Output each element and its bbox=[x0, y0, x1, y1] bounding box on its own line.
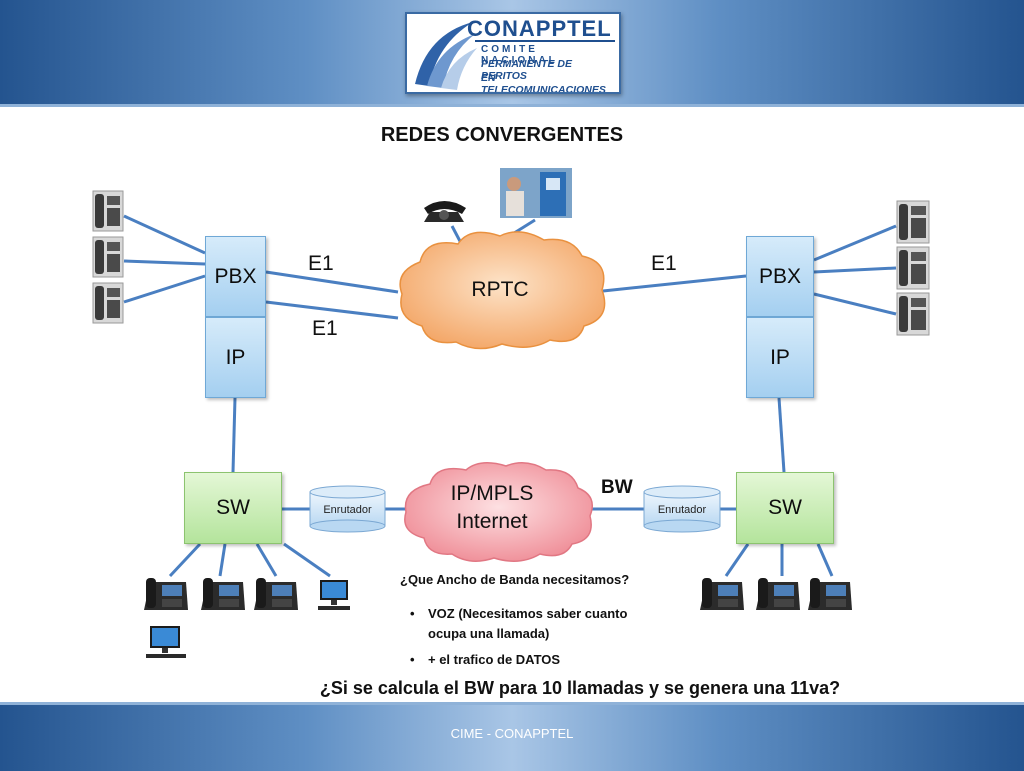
rotary-phone-icon bbox=[424, 201, 466, 222]
e1-label-left-bottom: E1 bbox=[312, 317, 338, 340]
router-left bbox=[309, 485, 386, 533]
link-sw-phone-left-1 bbox=[168, 542, 202, 578]
voip-phone-icon bbox=[808, 578, 852, 610]
pbx-right-box: PBX bbox=[746, 236, 814, 317]
footer-text: CIME - CONAPPTEL bbox=[450, 726, 574, 741]
ip-phone-icon bbox=[92, 282, 124, 324]
logo-swoosh-icon bbox=[415, 22, 477, 90]
conapptel-logo: CONAPPTEL COMITE NACIONAL PERMANENTE DE … bbox=[405, 12, 621, 94]
link-phone-pbx-left-3 bbox=[123, 274, 206, 304]
sw-right-box: SW bbox=[736, 472, 834, 544]
desktop-pc-icon bbox=[146, 626, 186, 658]
logo-line1: COMITE NACIONAL bbox=[481, 44, 558, 66]
ip-right-box: IP bbox=[746, 317, 814, 398]
payphone-photo-icon bbox=[500, 168, 572, 218]
ip-phone-icon bbox=[92, 236, 124, 278]
e1-label-right: E1 bbox=[651, 252, 677, 275]
rptc-label: RPTC bbox=[471, 278, 529, 301]
e1-label-left-top: E1 bbox=[308, 252, 334, 275]
links bbox=[123, 214, 897, 578]
ip-left-box: IP bbox=[205, 317, 266, 398]
link-phone-pbx-right-1 bbox=[813, 224, 897, 262]
bullet-mark-2: • bbox=[410, 652, 415, 667]
link-e1-right bbox=[602, 274, 747, 293]
logo-name: CONAPPTEL bbox=[467, 16, 612, 41]
link-phone-pbx-left-1 bbox=[123, 214, 206, 255]
link-phone-pbx-left-2 bbox=[123, 259, 206, 266]
link-phone-pbx-right-3 bbox=[813, 292, 897, 316]
router-right bbox=[643, 485, 721, 533]
pbx-left-box: PBX bbox=[205, 236, 266, 317]
link-e1-left-bottom bbox=[265, 300, 399, 320]
voip-phone-icon bbox=[254, 578, 298, 610]
footer-band bbox=[0, 702, 1024, 771]
bullet1-line1: VOZ (Necesitamos saber cuanto bbox=[428, 606, 628, 621]
ip-phone-icon bbox=[896, 200, 930, 244]
link-ip-sw-left bbox=[231, 397, 237, 473]
mpls-label-line1: IP/MPLS bbox=[450, 482, 534, 505]
link-sw-phone-left-2 bbox=[218, 543, 227, 577]
link-e1-left-top bbox=[265, 270, 399, 294]
voip-phone-icon bbox=[144, 578, 188, 610]
bullet2-text: + el trafico de DATOS bbox=[428, 652, 561, 667]
rptc-cloud bbox=[399, 231, 606, 350]
bottom-question: ¿Si se calcula el BW para 10 llamadas y … bbox=[319, 678, 841, 698]
desktop-pc-icon bbox=[318, 580, 350, 610]
logo-line2: PERMANENTE DE PERITOS bbox=[481, 58, 573, 82]
bw-question-note: ¿Que Ancho de Banda necesitamos? bbox=[400, 572, 630, 587]
voip-phone-icon bbox=[201, 578, 245, 610]
ip-phone-icon bbox=[896, 292, 930, 336]
mpls-cloud bbox=[404, 462, 593, 562]
link-sw-phone-right-1 bbox=[724, 543, 750, 577]
router-right-label: Enrutador bbox=[657, 504, 707, 516]
link-phone-pbx-right-2 bbox=[813, 266, 897, 274]
link-sw-pc-left bbox=[283, 542, 331, 578]
voip-phone-icon bbox=[700, 578, 744, 610]
mpls-label-line2: Internet bbox=[456, 510, 528, 533]
voip-phone-icon bbox=[756, 578, 800, 610]
bullet-mark-1: • bbox=[410, 606, 415, 621]
link-sw-phone-right-3 bbox=[816, 543, 834, 577]
bw-label: BW bbox=[601, 477, 633, 498]
sw-left-box: SW bbox=[184, 472, 282, 544]
bullet1-line2: ocupa una llamada) bbox=[428, 626, 550, 641]
link-ip-sw-right bbox=[777, 397, 786, 473]
slide-title: REDES CONVERGENTES bbox=[380, 124, 624, 146]
router-left-label: Enrutador bbox=[323, 504, 372, 516]
link-sw-phone-left-3 bbox=[255, 543, 278, 577]
ip-phone-icon bbox=[896, 246, 930, 290]
logo-line3: EN TELECOMUNICACIONES bbox=[481, 72, 606, 94]
ip-phone-icon bbox=[92, 190, 124, 232]
logo-rule bbox=[475, 40, 615, 42]
